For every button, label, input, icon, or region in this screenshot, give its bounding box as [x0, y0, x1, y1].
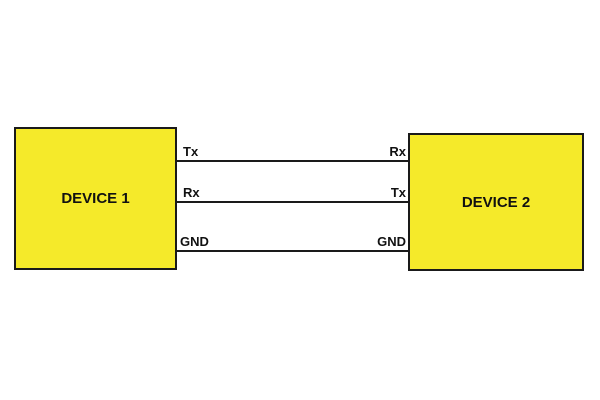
- device-1-pin-tx-label: Tx: [183, 144, 199, 159]
- device-2-pin-rx-label: Rx: [389, 144, 406, 159]
- device-2-pin-gnd-label: GND: [377, 234, 406, 249]
- device-1-pin-gnd-label: GND: [180, 234, 209, 249]
- device-2-label: DEVICE 2: [461, 193, 531, 211]
- device-1-pin-rx-label: Rx: [183, 185, 200, 200]
- wire-tx-to-rx: [176, 160, 409, 162]
- device-1-label: DEVICE 1: [61, 190, 130, 207]
- wire-rx-to-tx: [176, 201, 409, 203]
- device-2-box: DEVICE 2: [408, 133, 584, 271]
- wire-gnd-to-gnd: [176, 250, 409, 252]
- device-1-box: DEVICE 1: [14, 127, 177, 270]
- device-2-pin-tx-label: Tx: [390, 185, 406, 200]
